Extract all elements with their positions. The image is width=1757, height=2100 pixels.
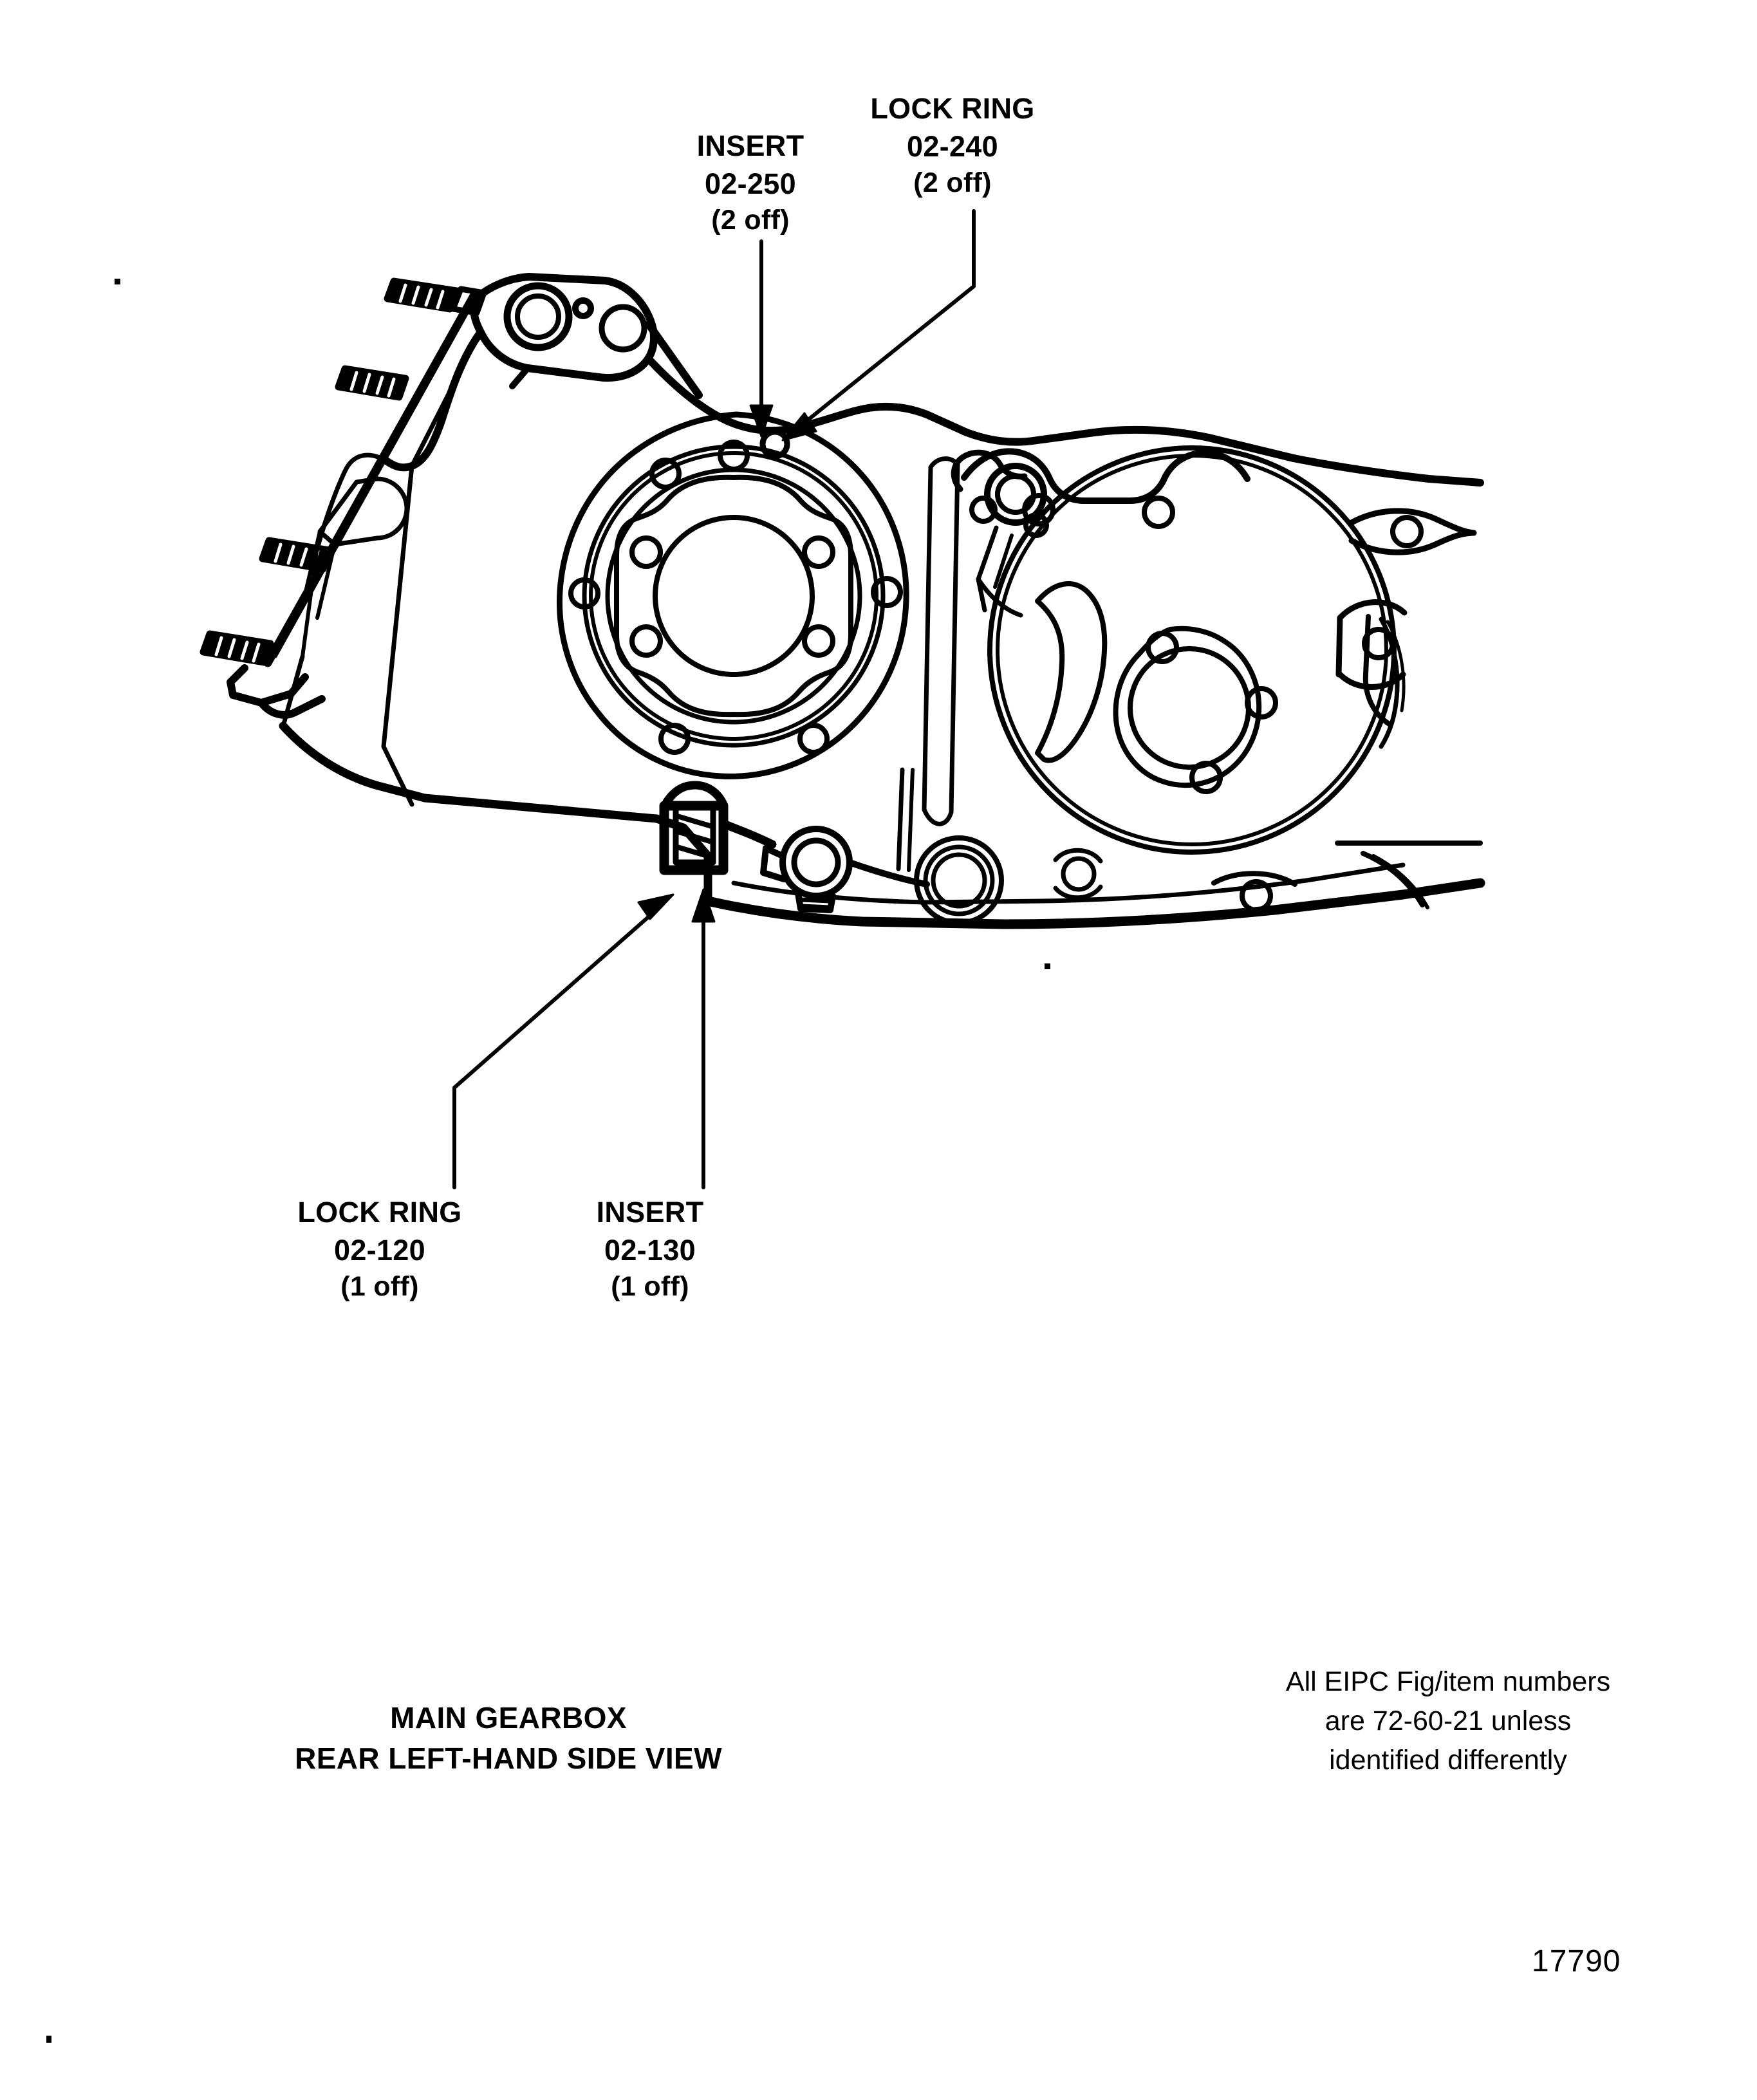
- eipc-note-line-3: identified differently: [1329, 1745, 1567, 1776]
- lower-bosses: [659, 767, 1297, 925]
- eipc-note: All EIPC Fig/item numbers are 72-60-21 u…: [1242, 1662, 1654, 1780]
- leader-insert-02-130: [691, 888, 716, 1189]
- mounting-stud-1: [384, 277, 487, 316]
- callout-part-number: 02-130: [604, 1233, 696, 1267]
- callout-lock-ring-02-120: LOCK RING 02-120 (1 off): [270, 1194, 489, 1305]
- callout-title: INSERT: [696, 129, 804, 162]
- callout-title: LOCK RING: [297, 1196, 462, 1229]
- callout-quantity: (2 off): [711, 205, 790, 236]
- mounting-stud-2: [335, 365, 409, 401]
- callout-quantity: (2 off): [913, 167, 992, 198]
- callout-insert-02-250: INSERT 02-250 (2 off): [654, 127, 847, 239]
- callout-title: LOCK RING: [870, 92, 1035, 125]
- leader-lock-ring-02-120: [452, 893, 674, 1189]
- leader-lock-ring-02-240: [781, 209, 976, 441]
- view-caption-line-1: MAIN GEARBOX: [390, 1701, 627, 1734]
- right-bearing-housing: [951, 445, 1483, 909]
- view-caption: MAIN GEARBOX REAR LEFT-HAND SIDE VIEW: [193, 1698, 824, 1779]
- callout-part-number: 02-250: [705, 167, 796, 200]
- callout-part-number: 02-120: [334, 1233, 425, 1267]
- eipc-note-line-1: All EIPC Fig/item numbers: [1285, 1666, 1611, 1697]
- main-output-flange: [557, 411, 909, 779]
- leader-insert-02-250: [749, 239, 774, 438]
- gearbox-casing-outline: [279, 331, 1485, 929]
- eipc-note-line-2: are 72-60-21 unless: [1325, 1705, 1572, 1737]
- figure-number: 17790: [1532, 1944, 1621, 1978]
- callout-lock-ring-02-240: LOCK RING 02-240 (2 off): [856, 90, 1049, 201]
- upper-bracket-ear: [470, 273, 703, 399]
- callout-title: INSERT: [596, 1196, 704, 1229]
- registration-marks: [46, 279, 1050, 2043]
- mounting-stud-4: [200, 630, 274, 666]
- callout-part-number: 02-240: [907, 129, 998, 163]
- callout-quantity: (1 off): [340, 1271, 419, 1302]
- view-caption-line-2: REAR LEFT-HAND SIDE VIEW: [295, 1742, 722, 1776]
- callout-insert-02-130: INSERT 02-130 (1 off): [553, 1194, 747, 1305]
- centre-rib: [922, 456, 960, 826]
- mounting-flange-assembly: [200, 277, 487, 719]
- callout-quantity: (1 off): [611, 1271, 689, 1302]
